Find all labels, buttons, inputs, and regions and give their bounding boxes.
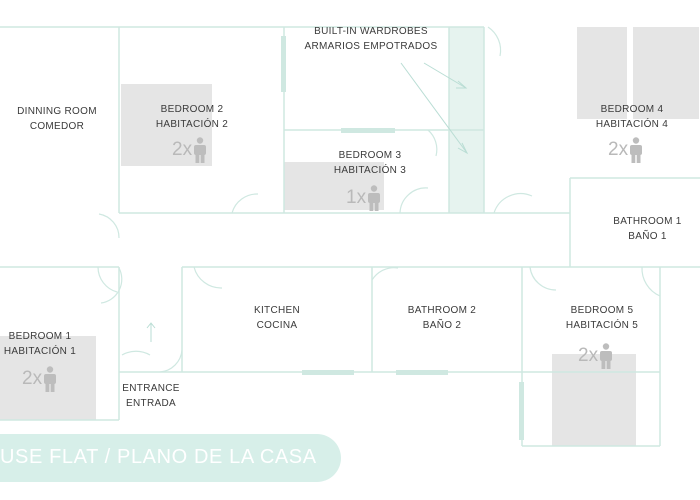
person-icon	[44, 366, 57, 392]
walls	[0, 26, 700, 447]
bed-bedroom5	[552, 354, 636, 446]
bed-bedroom3	[284, 162, 384, 210]
title-banner-text: USE FLAT / PLANO DE LA CASA	[0, 446, 317, 468]
person-icon	[630, 137, 643, 163]
doors	[97, 26, 661, 373]
occupancy-bedroom2: 2x	[172, 137, 207, 163]
occupancy-bedroom5: 2x	[578, 343, 613, 369]
occupancy-bedroom4: 2x	[608, 137, 643, 163]
person-icon	[368, 185, 381, 211]
wardrobe-block	[449, 27, 484, 213]
bed-bedroom4	[577, 27, 699, 119]
occupancy-bedroom1: 2x	[22, 366, 57, 392]
title-banner	[0, 434, 341, 482]
person-icon	[194, 137, 207, 163]
wardrobe-arrows	[400, 62, 469, 155]
person-icon	[600, 343, 613, 369]
windows	[281, 36, 524, 440]
furniture	[0, 27, 699, 446]
entrance-arrow-icon	[146, 322, 156, 342]
occupancy-bedroom3: 1x	[346, 185, 381, 211]
